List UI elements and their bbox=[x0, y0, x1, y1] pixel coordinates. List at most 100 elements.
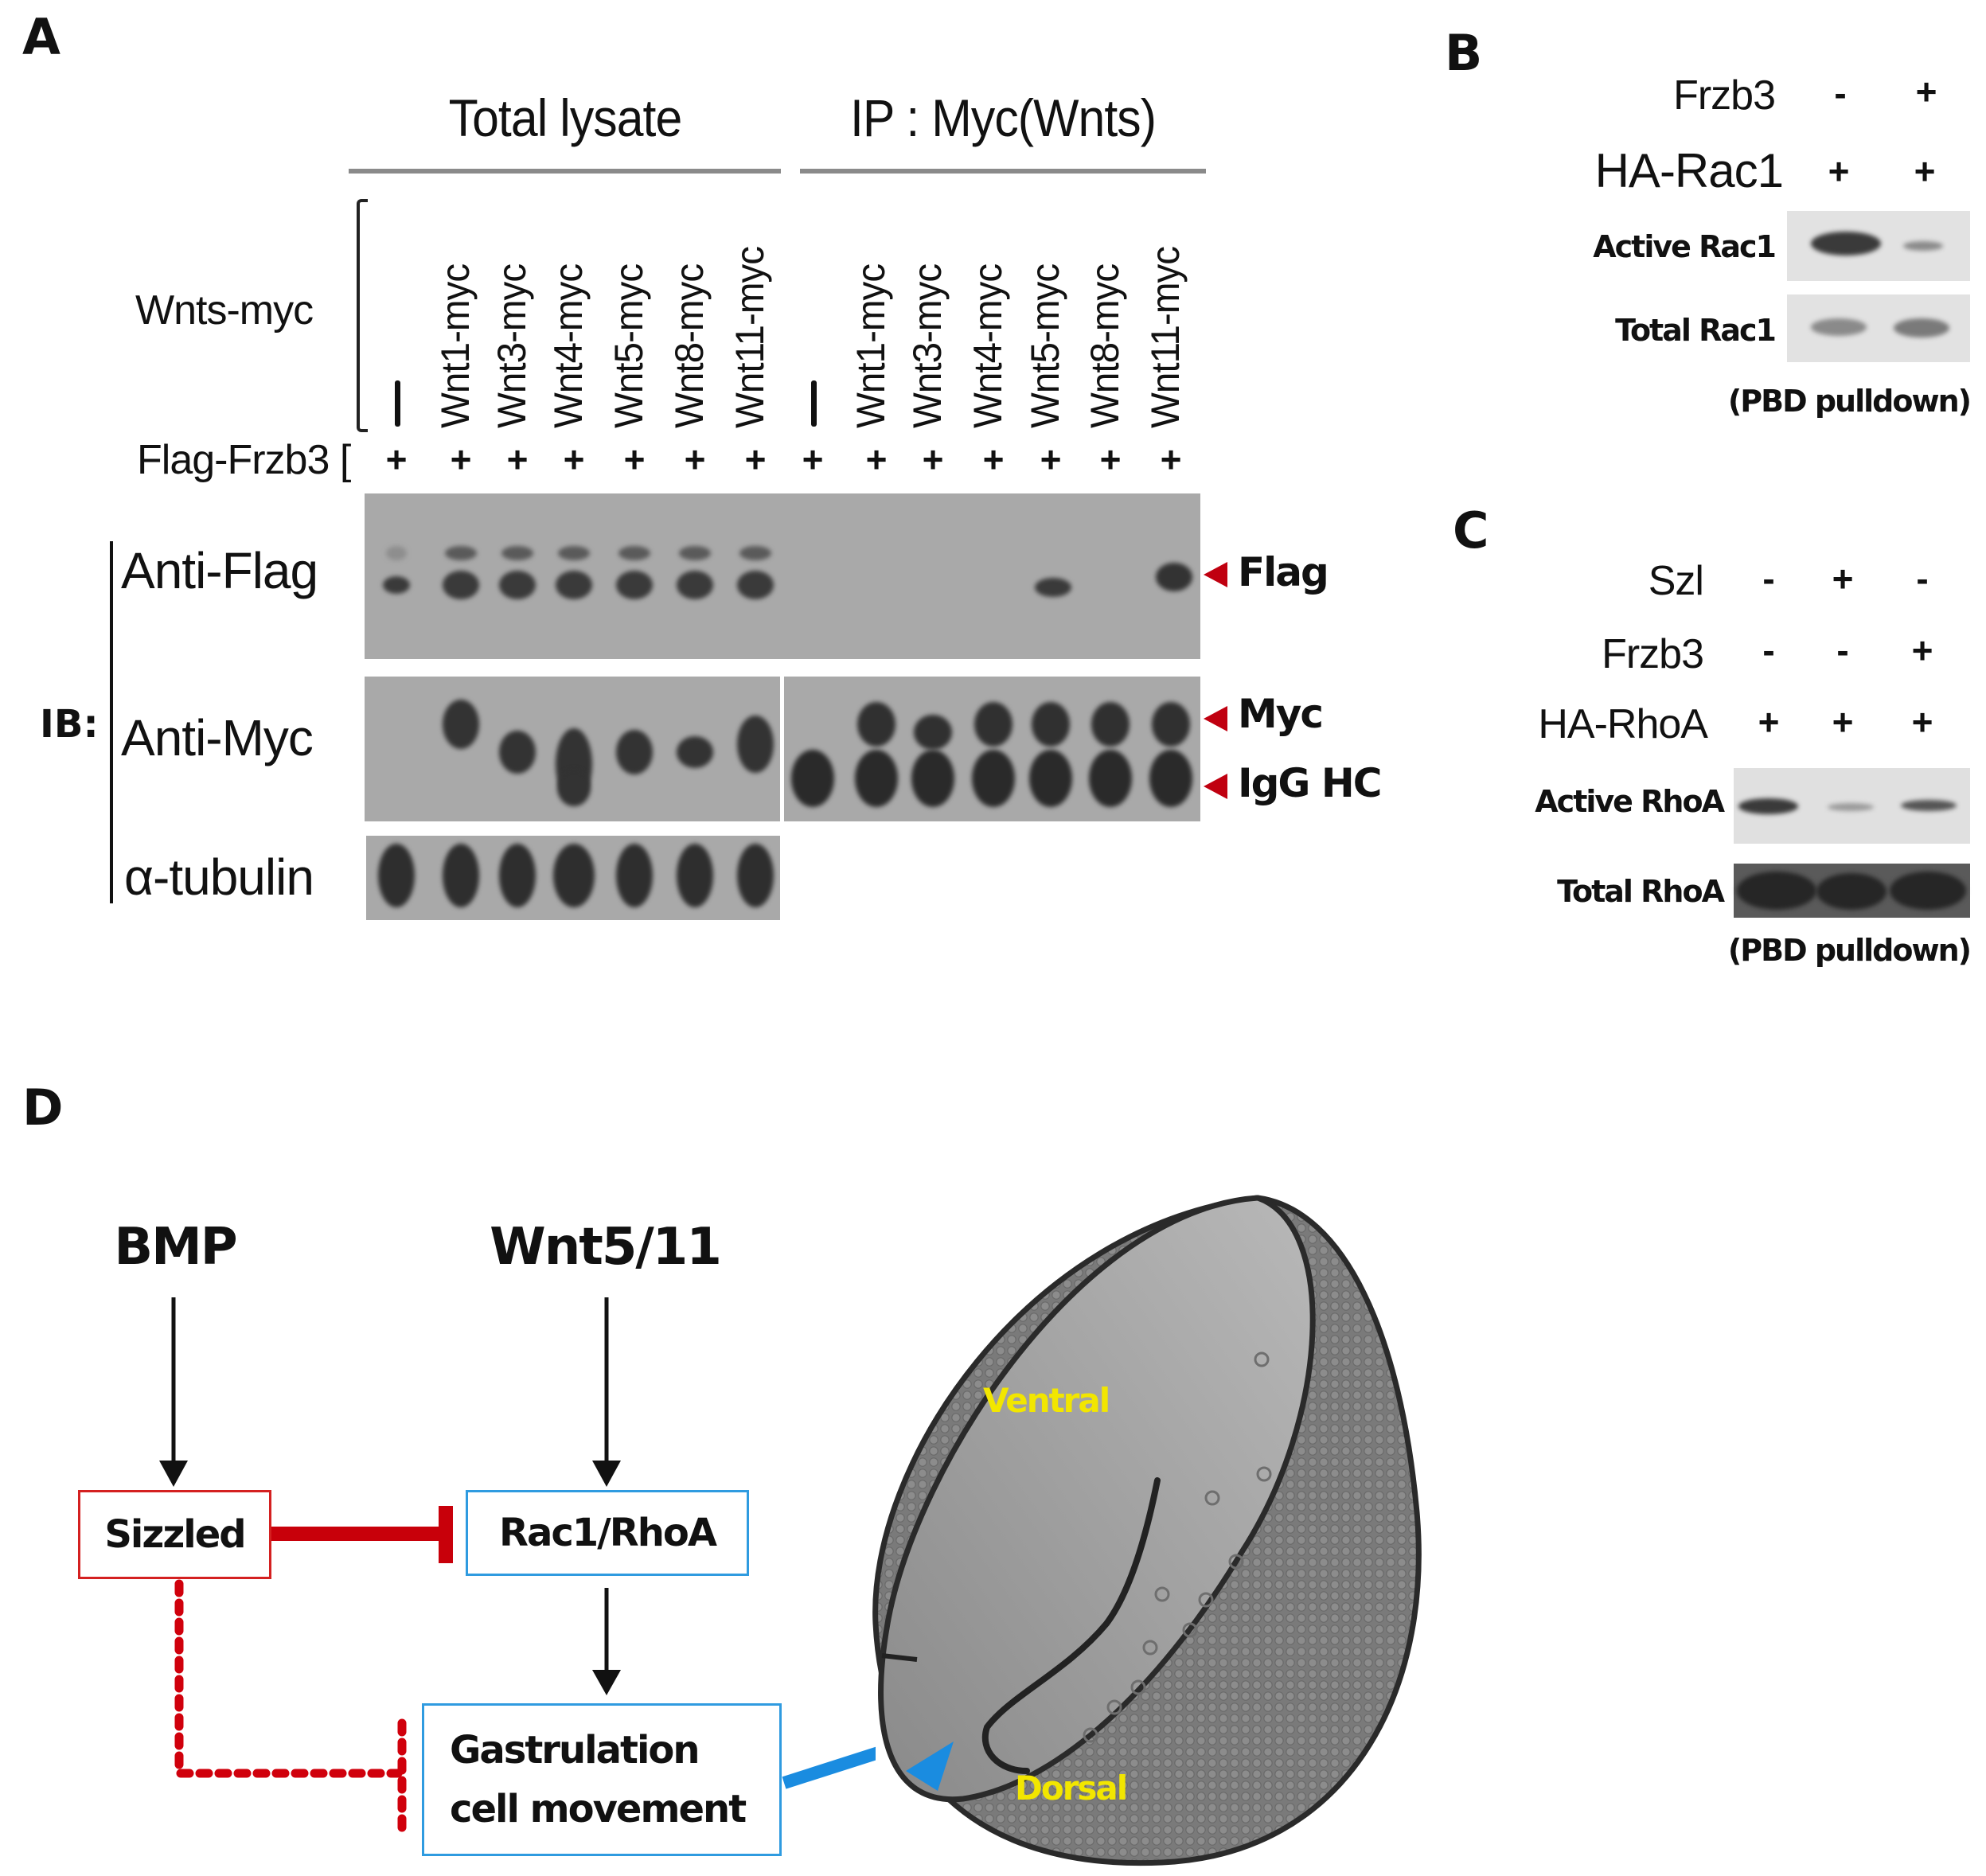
band bbox=[383, 576, 410, 594]
c-condition-value: - bbox=[1762, 558, 1775, 599]
band bbox=[1156, 563, 1192, 591]
b-active-rac1-label: Active Rac1 bbox=[1593, 229, 1777, 264]
c-pbd-pulldown-note: (PBD pulldown) bbox=[1727, 933, 1972, 968]
band bbox=[616, 571, 653, 599]
band bbox=[557, 770, 591, 806]
b-harac1-lane2: + bbox=[1914, 150, 1936, 192]
lane-frzb3-plus: + bbox=[623, 439, 646, 480]
band bbox=[443, 844, 479, 907]
node-sizzled-label: Sizzled bbox=[104, 1512, 246, 1557]
band bbox=[974, 702, 1013, 747]
flag-marker-label: Flag bbox=[1238, 549, 1329, 595]
band bbox=[911, 750, 954, 807]
band bbox=[378, 844, 415, 907]
lane-frzb3-plus: + bbox=[1160, 439, 1182, 480]
lane-wnt-label: Wnt1-myc bbox=[849, 263, 893, 428]
band bbox=[556, 571, 592, 599]
b-harac1-lane1: + bbox=[1828, 150, 1850, 192]
panel-b-letter: B bbox=[1445, 24, 1483, 82]
blot-anti-myc-lysate bbox=[365, 677, 780, 821]
band bbox=[1091, 702, 1130, 747]
band bbox=[1035, 578, 1071, 597]
lane-wnt-label: Wnt11-myc bbox=[1143, 246, 1188, 428]
embryo-ventral-label: Ventral bbox=[983, 1381, 1110, 1420]
band bbox=[1149, 750, 1192, 807]
total-lysate-rule bbox=[349, 169, 781, 174]
lane-wnt-label: Wnt1-myc bbox=[433, 263, 478, 428]
node-rac1-rhoa: Rac1/RhoA bbox=[466, 1490, 749, 1576]
sizzled-dotted-inhibition-line bbox=[174, 1579, 403, 1778]
band bbox=[558, 546, 590, 560]
band bbox=[855, 750, 898, 807]
flag-marker-arrow-icon bbox=[1204, 562, 1227, 587]
lane-empty-marker bbox=[395, 380, 400, 427]
blot-total-rhoa bbox=[1734, 864, 1970, 918]
ib-bracket-line bbox=[110, 541, 113, 903]
band bbox=[677, 571, 713, 599]
embryo-illustration bbox=[872, 1195, 1422, 1866]
b-total-rac1-label: Total Rac1 bbox=[1615, 313, 1777, 348]
lane-frzb3-plus: + bbox=[802, 439, 824, 480]
lane-frzb3-plus: + bbox=[982, 439, 1005, 480]
movement-arrow-shaft bbox=[782, 1746, 876, 1789]
wnts-myc-label: Wnts-myc bbox=[135, 287, 314, 333]
band bbox=[443, 571, 479, 599]
node-gastrulation-line2: cell movement bbox=[450, 1787, 747, 1831]
c-condition-value: + bbox=[1832, 558, 1854, 599]
band bbox=[739, 546, 771, 560]
c-total-rhoa-label: Total RhoA bbox=[1557, 874, 1725, 909]
c-ha-rhoa-label: HA-RhoA bbox=[1538, 701, 1708, 747]
band bbox=[443, 700, 479, 749]
band bbox=[445, 546, 477, 560]
pathway-connectors bbox=[159, 1297, 876, 1835]
band bbox=[679, 546, 711, 560]
arrowhead-icon bbox=[159, 1461, 188, 1487]
c-szl-label: Szl bbox=[1648, 558, 1704, 604]
panel-a-letter: A bbox=[22, 8, 60, 66]
panel-d-letter: D bbox=[22, 1078, 64, 1137]
c-frzb3-label: Frzb3 bbox=[1602, 631, 1704, 677]
arrowhead-icon bbox=[592, 1670, 621, 1695]
band bbox=[386, 546, 407, 560]
lane-wnt-label: Wnt4-myc bbox=[966, 263, 1010, 428]
node-sizzled: Sizzled bbox=[78, 1490, 271, 1579]
header-total-lysate: Total lysate bbox=[448, 88, 683, 147]
b-pbd-pulldown-note: (PBD pulldown) bbox=[1727, 384, 1972, 419]
embryo-dorsal-label: Dorsal bbox=[1015, 1769, 1128, 1808]
inhibition-bar-icon bbox=[439, 1506, 453, 1563]
band bbox=[499, 571, 536, 599]
band bbox=[1737, 872, 1816, 910]
band bbox=[1903, 241, 1943, 251]
b-frzb3-lane2: + bbox=[1915, 71, 1937, 112]
lane-frzb3-plus: + bbox=[506, 439, 529, 480]
lane-frzb3-plus: + bbox=[684, 439, 706, 480]
c-condition-value: + bbox=[1758, 701, 1780, 743]
lane-wnt-label: Wnt3-myc bbox=[905, 263, 950, 428]
arrowhead-icon bbox=[592, 1461, 621, 1487]
band bbox=[1890, 872, 1966, 910]
c-condition-value: - bbox=[1762, 630, 1775, 671]
c-condition-value: - bbox=[1836, 630, 1849, 671]
alpha-tubulin-label: α-tubulin bbox=[124, 848, 314, 906]
lane-wnt-label: Wnt3-myc bbox=[490, 263, 534, 428]
anti-myc-label: Anti-Myc bbox=[121, 709, 314, 766]
band bbox=[1828, 803, 1874, 811]
band bbox=[737, 571, 774, 599]
lane-wnt-label: Wnt8-myc bbox=[1083, 263, 1127, 428]
lane-frzb3-plus: + bbox=[450, 439, 472, 480]
band bbox=[1816, 873, 1887, 910]
band bbox=[1811, 232, 1881, 255]
blot-active-rhoa bbox=[1734, 768, 1970, 844]
blot-alpha-tubulin bbox=[366, 836, 780, 920]
node-gastrulation: Gastrulation cell movement bbox=[422, 1703, 782, 1856]
blastopore-mark bbox=[881, 1653, 918, 1662]
band bbox=[618, 546, 650, 560]
b-ha-rac1-label: HA-Rac1 bbox=[1594, 144, 1784, 197]
involution-line bbox=[981, 1477, 1161, 1774]
band bbox=[1738, 798, 1798, 814]
c-condition-value: + bbox=[1832, 701, 1854, 743]
blot-total-rac1 bbox=[1787, 294, 1970, 362]
flag-frzb3-label: Flag-Frzb3 [ bbox=[137, 437, 351, 483]
lane-wnt-label: Wnt5-myc bbox=[1023, 263, 1067, 428]
lane-frzb3-plus: + bbox=[1040, 439, 1062, 480]
